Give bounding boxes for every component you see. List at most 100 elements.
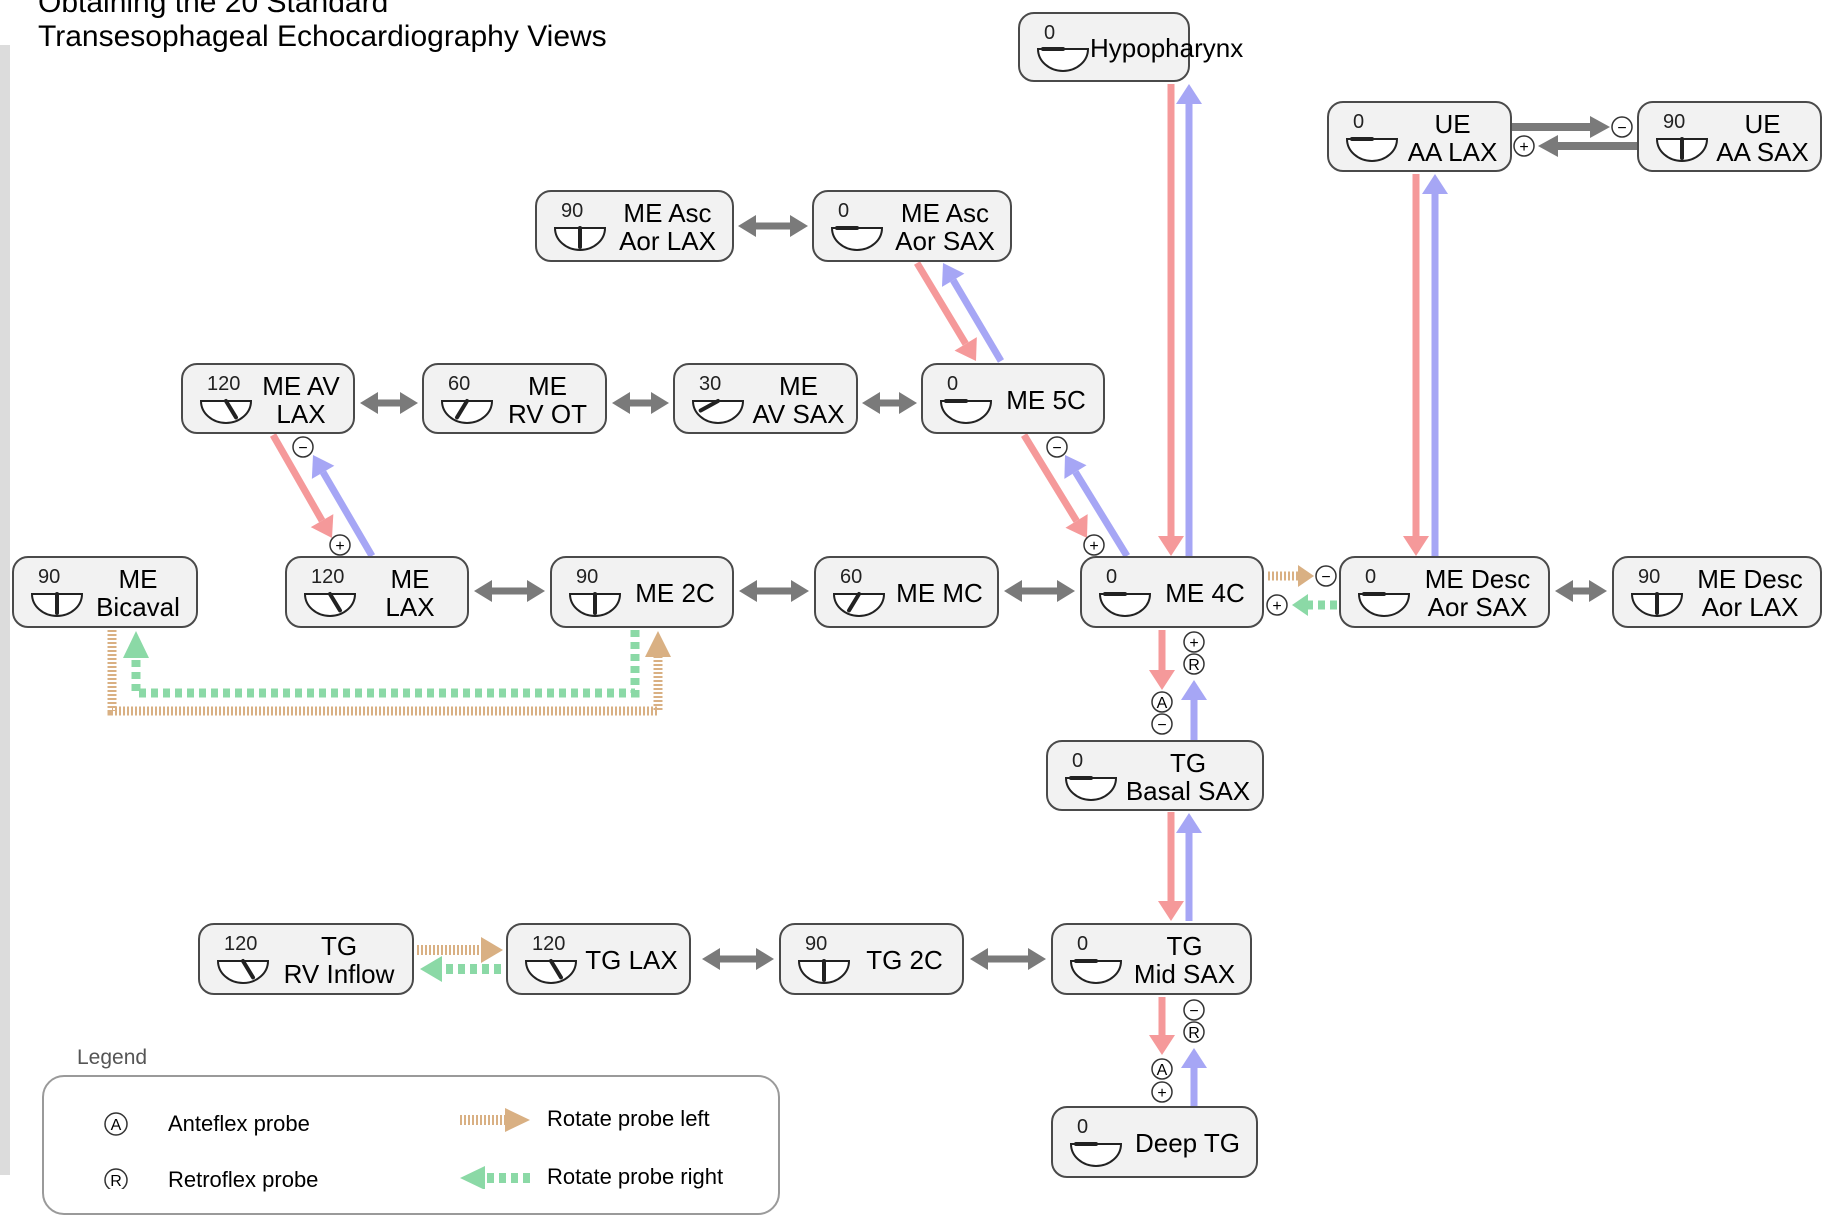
4c-tg-anteflex-symbol-text: A [1157,695,1168,712]
av-lax-minus-symbol-circle [292,436,314,458]
me-lax-2c-link-head-a [474,580,492,602]
rv-ot-av-sax-link-head-b [651,392,669,414]
tg-2c-mid-sax-link-head-a [970,948,988,970]
anteflex-symbol-icon: A [104,1112,128,1136]
retroflex-symbol-icon: R [104,1168,128,1189]
desc-minus-symbol-circle [1315,565,1337,587]
legend-retroflex: Retroflex probe [168,1167,319,1192]
legend-anteflex: Anteflex probe [168,1111,310,1136]
ue-minus-symbol-text: − [1617,120,1626,137]
me2c-rotate-right-path [131,630,640,698]
view-tg-2c: 90 TG 2C [779,923,964,995]
me-2c-mc-link-head-a [739,580,757,602]
tg-lax-to-rv-inflow-rotate-right-arrow-head [420,956,442,982]
desc-to-ue-aa-lax-arrow-head [1422,174,1448,194]
4c-plus-symbol-circle [1083,534,1105,556]
asc-aor-sax-to-5c-arrow-shaft [914,261,969,346]
me-lax-to-av-lax-arrow-shaft [320,470,376,558]
view-name: ME 5C [1006,384,1086,415]
tg-mid-to-basal-arrow-head [1176,813,1202,833]
av-lax-rv-ot-link-head-a [360,392,378,414]
view-angle: 0 [1106,566,1118,588]
left-margin-bar [0,45,10,1175]
probe-angle-dial-icon [830,226,884,251]
tg-basal-to-mid-arrow-head [1158,901,1184,921]
desc-aor-sax-lax-link-head-b [1589,580,1607,602]
view-name: ME MC [896,578,983,608]
view-me-rv-ot: 60 ME RV OT [422,363,607,434]
legend-rotate-left: Rotate probe left [547,1106,710,1131]
4c-plus-symbol-text: + [1089,538,1098,555]
4c-tg-anteflex-symbol-circle [1151,691,1173,713]
tg-mid-to-deep-arrow-head [1149,1035,1175,1055]
4c-rotate-plus-symbol-text: + [1272,598,1281,615]
5c-minus-symbol-text: − [1052,440,1061,457]
me2c-rotate-right-head [123,631,149,658]
me-mc-4c-link-head-b [1057,580,1075,602]
view-angle: 30 [699,373,722,395]
view-angle: 120 [207,373,241,395]
probe-angle-dial-icon [30,592,84,617]
view-angle: 0 [947,373,959,395]
ue-plus-symbol-text: + [1519,139,1528,156]
probe-angle-dial-icon [1069,1142,1123,1167]
legend-label: Legend [77,1046,148,1069]
view-angle: 120 [532,933,566,955]
4c-tg-retroflex-symbol-circle [1183,653,1205,675]
legend-symbols: A R [104,1108,530,1189]
probe-angle-dial-icon [303,592,357,617]
view-tg-mid-sax: 0 TG Mid SAX [1051,923,1252,995]
view-angle: 90 [38,566,61,588]
me4c-to-hypopharynx-arrow-head [1176,84,1202,104]
view-name: TG 2C [866,945,943,975]
av-lax-rv-ot-link-head-b [400,392,418,414]
view-name: TG Basal SAX [1125,747,1251,806]
view-angle: 90 [1663,111,1686,133]
view-angle: 90 [561,200,584,222]
4c-tg-plus-symbol-text: + [1189,635,1198,652]
probe-angle-dial-icon [1357,592,1411,617]
view-name: ME AV LAX [262,370,340,429]
rv-inflow-to-tg-lax-rotate-left-arrow-head [481,937,503,963]
probe-angle-dial-icon [553,226,607,251]
view-angle: 60 [840,566,863,588]
view-angle: 120 [224,933,258,955]
tg-mid-retroflex-symbol-text: R [1188,1025,1200,1042]
probe-angle-dial-icon [1098,592,1152,617]
view-me-av-lax: 120 ME AV LAX [181,363,355,434]
me-lax-plus-symbol-text: + [335,538,344,555]
deep-plus-symbol-text: + [1157,1085,1166,1102]
5c-minus-symbol-circle [1046,436,1068,458]
probe-angle-dial-icon [1630,592,1684,617]
5c-to-4c-arrow-shaft [1021,433,1080,523]
view-me-desc-aor-sax: 0 ME Desc Aor SAX [1339,556,1550,628]
view-name: ME Desc Aor LAX [1697,564,1803,622]
view-name: Deep TG [1134,1128,1240,1158]
view-name: ME Asc Aor LAX [619,198,716,256]
view-angle: 90 [576,566,599,588]
deep-to-tg-mid-arrow-head [1181,1048,1207,1068]
view-deep-tg: 0 Deep TG [1051,1106,1258,1178]
tg-mid-minus-symbol-text: − [1189,1003,1198,1020]
ue-plus-symbol-circle [1513,135,1535,157]
view-name: UE AA SAX [1716,108,1809,167]
view-angle: 120 [311,566,345,588]
view-name: ME RV OT [508,370,587,429]
rotate-right-arrow-icon [460,1166,530,1189]
view-angle: 0 [1072,750,1084,772]
rv-ot-av-sax-link-head-a [612,392,630,414]
view-ue-aa-lax: 0 UE AA LAX [1327,101,1512,172]
me-lax-to-av-lax-arrow-head [311,455,335,479]
probe-angle-dial-icon [1655,136,1709,162]
me-lax-2c-link-head-b [527,580,545,602]
desc-to-4c-rotate-right-arrow-head [1292,594,1308,616]
probe-angle-dial-icon [568,592,622,617]
4c-to-tg-basal-arrow-head [1149,670,1175,690]
view-ue-aa-sax: 90 UE AA SAX [1637,101,1822,172]
view-angle: 0 [1077,1116,1089,1138]
probe-angle-dial-icon [524,959,578,984]
probe-angle-dial-icon [939,398,993,424]
anteflex-symbol-text: A [111,1117,122,1134]
view-name: TG LAX [585,945,678,975]
